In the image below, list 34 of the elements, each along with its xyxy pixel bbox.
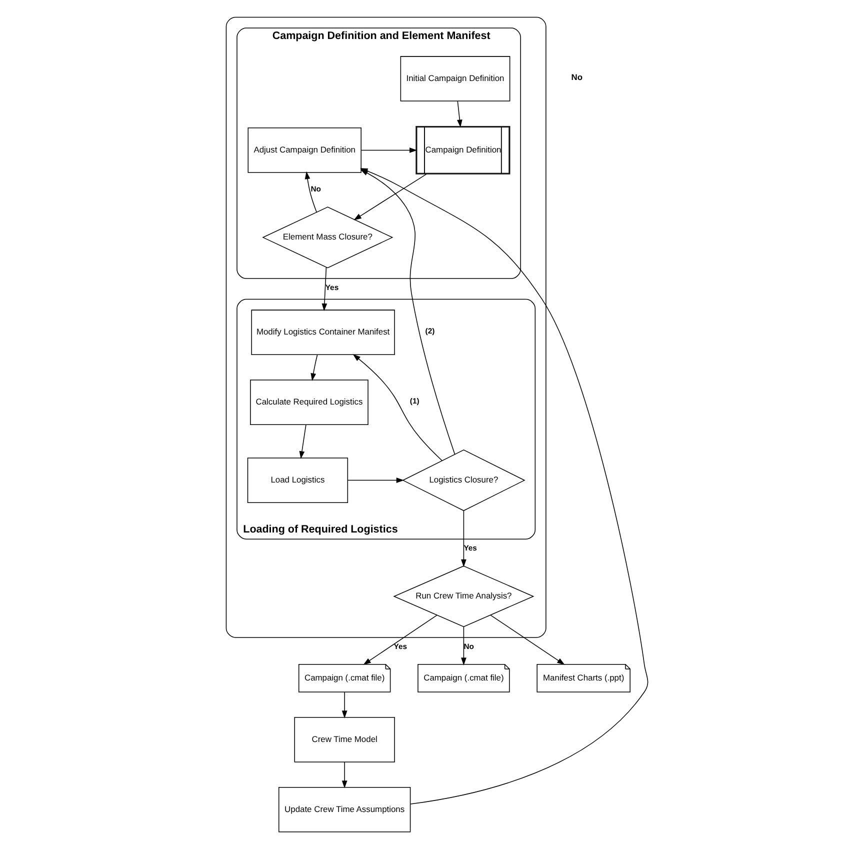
arrow bbox=[310, 354, 318, 382]
node-box: Load Logistics bbox=[246, 458, 348, 503]
label: No bbox=[570, 72, 582, 82]
node-box: Modify Logistics Container Manifest bbox=[250, 310, 394, 356]
edge-label: Yes bbox=[463, 544, 476, 553]
arrow bbox=[341, 692, 347, 718]
edge-label: No bbox=[463, 642, 474, 651]
node-box: Calculate Required Logistics bbox=[250, 380, 368, 425]
arrow bbox=[347, 478, 404, 483]
arrow bbox=[298, 424, 306, 459]
edge-label: No bbox=[310, 184, 320, 194]
node-diamond: Run Crew Time Analysis? bbox=[392, 566, 534, 628]
node-box: Crew Time Model bbox=[294, 717, 394, 762]
edge-label: (1) bbox=[409, 396, 419, 406]
arrow bbox=[321, 266, 327, 312]
node-box: Adjust Campaign Definition bbox=[247, 128, 361, 173]
arrow bbox=[341, 762, 347, 788]
arrow bbox=[460, 510, 466, 568]
cluster bbox=[225, 16, 546, 638]
arrow bbox=[460, 626, 466, 666]
arrow bbox=[304, 171, 317, 213]
edge-label: Yes bbox=[324, 283, 338, 292]
arrow bbox=[490, 614, 564, 665]
arrow bbox=[362, 614, 437, 665]
node-diamond: Logistics Closure? bbox=[402, 450, 525, 512]
arrow bbox=[360, 148, 417, 153]
edge-label: (2) bbox=[424, 326, 434, 336]
node-box: Initial Campaign Definition bbox=[400, 56, 510, 102]
arrow bbox=[456, 100, 462, 128]
arrow bbox=[353, 174, 426, 220]
arrow bbox=[352, 354, 442, 461]
edge-label: Yes bbox=[393, 642, 406, 651]
node-box: Update Crew Time Assumptions bbox=[278, 786, 410, 832]
node-diamond: Element Mass Closure? bbox=[262, 206, 393, 268]
